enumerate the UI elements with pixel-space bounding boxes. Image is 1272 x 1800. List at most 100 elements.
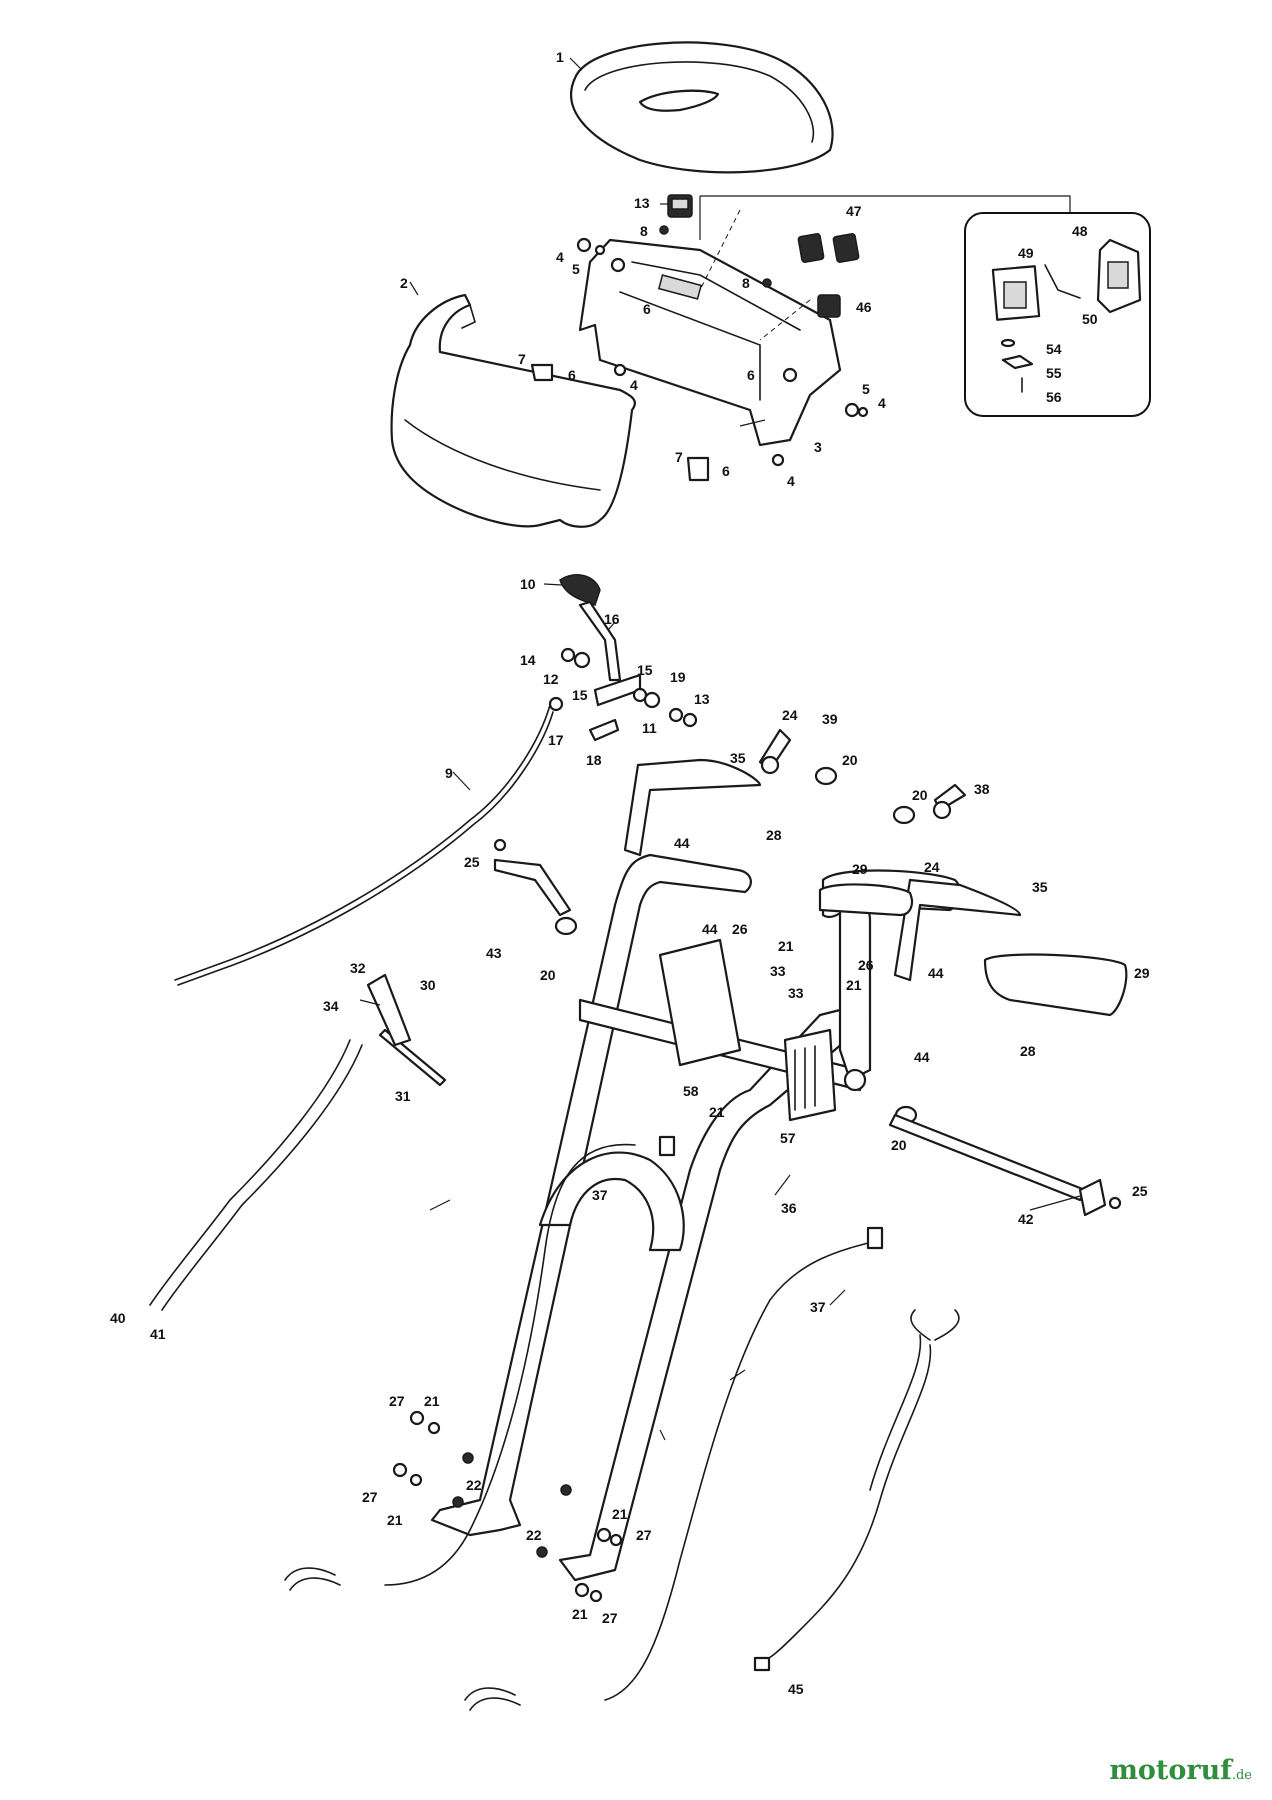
callout-42: 42 bbox=[1018, 1211, 1034, 1227]
callout-46: 46 bbox=[856, 299, 872, 315]
callout-21: 21 bbox=[709, 1104, 725, 1120]
callout-44: 44 bbox=[674, 835, 690, 851]
callout-28: 28 bbox=[766, 827, 782, 843]
callout-37: 37 bbox=[810, 1299, 826, 1315]
callout-33: 33 bbox=[788, 985, 804, 1001]
callout-25: 25 bbox=[1132, 1183, 1148, 1199]
callout-50: 50 bbox=[1082, 311, 1098, 327]
callout-5: 5 bbox=[862, 381, 870, 397]
callout-35: 35 bbox=[730, 750, 746, 766]
callout-21: 21 bbox=[612, 1506, 628, 1522]
callout-47: 47 bbox=[846, 203, 862, 219]
callout-6: 6 bbox=[568, 367, 576, 383]
callout-22: 22 bbox=[466, 1477, 482, 1493]
callout-14: 14 bbox=[520, 652, 536, 668]
callout-2: 2 bbox=[400, 275, 408, 291]
callout-21: 21 bbox=[846, 977, 862, 993]
callout-3: 3 bbox=[814, 439, 822, 455]
callout-27: 27 bbox=[389, 1393, 405, 1409]
part-switches bbox=[667, 194, 860, 318]
callout-26: 26 bbox=[732, 921, 748, 937]
callout-4: 4 bbox=[787, 473, 795, 489]
callout-37: 37 bbox=[592, 1187, 608, 1203]
callout-44: 44 bbox=[702, 921, 718, 937]
part-fasteners-top bbox=[530, 225, 869, 482]
part-handle-lever bbox=[548, 574, 698, 742]
callout-43: 43 bbox=[486, 945, 502, 961]
callout-24: 24 bbox=[924, 859, 940, 875]
callout-20: 20 bbox=[842, 752, 858, 768]
callout-29: 29 bbox=[1134, 965, 1150, 981]
callout-35: 35 bbox=[1032, 879, 1048, 895]
callout-6: 6 bbox=[722, 463, 730, 479]
callout-8: 8 bbox=[742, 275, 750, 291]
callout-56: 56 bbox=[1046, 389, 1062, 405]
callout-20: 20 bbox=[540, 967, 556, 983]
callout-13: 13 bbox=[694, 691, 710, 707]
callout-57: 57 bbox=[780, 1130, 796, 1146]
callout-29: 29 bbox=[852, 861, 868, 877]
callout-20: 20 bbox=[891, 1137, 907, 1153]
callout-15: 15 bbox=[572, 687, 588, 703]
callout-21: 21 bbox=[572, 1606, 588, 1622]
callout-24: 24 bbox=[782, 707, 798, 723]
callout-30: 30 bbox=[420, 977, 436, 993]
callout-36: 36 bbox=[781, 1200, 797, 1216]
watermark-brand: motoruf bbox=[1109, 1755, 1232, 1786]
part-dashboard-housing bbox=[578, 209, 842, 447]
callout-6: 6 bbox=[747, 367, 755, 383]
callout-49: 49 bbox=[1018, 245, 1034, 261]
part-top-cover bbox=[570, 41, 834, 174]
callout-12: 12 bbox=[543, 671, 559, 687]
part-fasteners-bottom bbox=[392, 838, 1122, 1603]
callout-54: 54 bbox=[1046, 341, 1062, 357]
callout-18: 18 bbox=[586, 752, 602, 768]
callout-28: 28 bbox=[1020, 1043, 1036, 1059]
part-front-fascia bbox=[390, 293, 636, 528]
callout-38: 38 bbox=[974, 781, 990, 797]
callout-32: 32 bbox=[350, 960, 366, 976]
callout-21: 21 bbox=[778, 938, 794, 954]
part-rods bbox=[366, 858, 1107, 1217]
part-levers bbox=[554, 728, 1128, 1125]
callout-31: 31 bbox=[395, 1088, 411, 1104]
callout-labels: 1 13 47 48 49 50 54 55 56 8 8 4 5 6 6 46… bbox=[110, 49, 1150, 1697]
callout-58: 58 bbox=[683, 1083, 699, 1099]
callout-15: 15 bbox=[637, 662, 653, 678]
callout-33: 33 bbox=[770, 963, 786, 979]
part-cables bbox=[149, 704, 960, 1711]
callout-4: 4 bbox=[878, 395, 886, 411]
callout-4: 4 bbox=[630, 377, 638, 393]
leader-lines bbox=[359, 57, 1081, 1441]
callout-1: 1 bbox=[556, 49, 564, 65]
callout-55: 55 bbox=[1046, 365, 1062, 381]
callout-6: 6 bbox=[643, 301, 651, 317]
motoruf-watermark: motoruf.de bbox=[1109, 1755, 1252, 1786]
callout-4: 4 bbox=[556, 249, 564, 265]
callout-25: 25 bbox=[464, 854, 480, 870]
inset-switch-detail bbox=[964, 212, 1151, 417]
callout-44: 44 bbox=[914, 1049, 930, 1065]
callout-22: 22 bbox=[526, 1527, 542, 1543]
callout-48: 48 bbox=[1072, 223, 1088, 239]
callout-27: 27 bbox=[602, 1610, 618, 1626]
callout-21: 21 bbox=[424, 1393, 440, 1409]
callout-34: 34 bbox=[323, 998, 339, 1014]
callout-39: 39 bbox=[822, 711, 838, 727]
callout-27: 27 bbox=[362, 1489, 378, 1505]
callout-9: 9 bbox=[445, 765, 453, 781]
callout-41: 41 bbox=[150, 1326, 166, 1342]
callout-8: 8 bbox=[640, 223, 648, 239]
callout-13: 13 bbox=[634, 195, 650, 211]
callout-40: 40 bbox=[110, 1310, 126, 1326]
callout-44: 44 bbox=[928, 965, 944, 981]
callout-17: 17 bbox=[548, 732, 564, 748]
callout-19: 19 bbox=[670, 669, 686, 685]
callout-16: 16 bbox=[604, 611, 620, 627]
callout-26: 26 bbox=[858, 957, 874, 973]
watermark-tld: .de bbox=[1231, 1768, 1252, 1783]
callout-7: 7 bbox=[675, 449, 683, 465]
callout-27: 27 bbox=[636, 1527, 652, 1543]
callout-5: 5 bbox=[572, 261, 580, 277]
